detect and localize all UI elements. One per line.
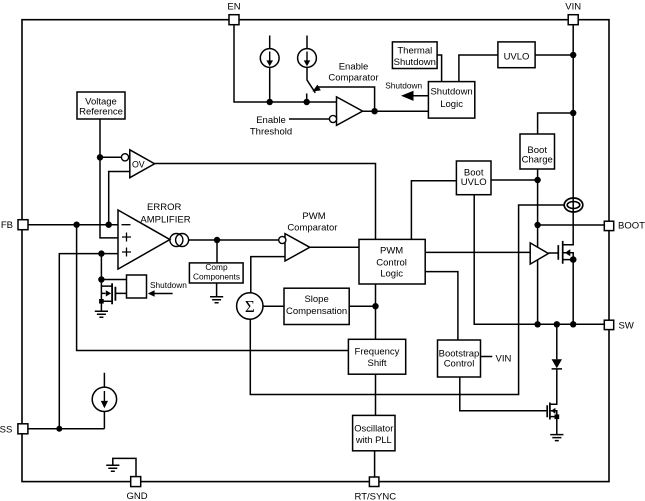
svg-text:SW: SW xyxy=(619,321,634,332)
svg-text:Shutdown: Shutdown xyxy=(430,86,472,97)
svg-text:UVLO: UVLO xyxy=(461,177,487,188)
svg-text:Comp: Comp xyxy=(205,262,228,272)
svg-text:AMPLIFIER: AMPLIFIER xyxy=(140,214,190,225)
svg-text:Enable: Enable xyxy=(339,62,369,73)
svg-text:Enable: Enable xyxy=(256,115,286,126)
svg-text:BOOT: BOOT xyxy=(618,221,645,232)
svg-text:Boot: Boot xyxy=(527,145,547,156)
svg-text:Shift: Shift xyxy=(367,358,386,369)
svg-text:OV: OV xyxy=(132,159,145,169)
svg-text:Bootstrap: Bootstrap xyxy=(439,349,480,360)
svg-text:PWM: PWM xyxy=(302,211,325,222)
svg-text:Voltage: Voltage xyxy=(85,97,117,108)
svg-text:VIN: VIN xyxy=(496,353,512,364)
svg-text:Components: Components xyxy=(193,271,240,281)
svg-text:Boot: Boot xyxy=(464,167,484,178)
svg-text:with PLL: with PLL xyxy=(355,434,392,445)
svg-text:Σ: Σ xyxy=(245,297,255,316)
svg-text:Thermal: Thermal xyxy=(397,46,432,57)
svg-text:VIN: VIN xyxy=(565,1,581,12)
svg-text:Logic: Logic xyxy=(440,99,463,110)
svg-text:Comparator: Comparator xyxy=(328,73,378,84)
svg-text:Frequency: Frequency xyxy=(355,347,400,358)
svg-text:RT/SYNC: RT/SYNC xyxy=(355,492,397,501)
svg-text:Shutdown: Shutdown xyxy=(385,80,422,90)
svg-text:Shutdown: Shutdown xyxy=(150,280,187,290)
svg-text:Comparator: Comparator xyxy=(287,223,337,234)
svg-text:UVLO: UVLO xyxy=(504,51,530,62)
svg-text:GND: GND xyxy=(126,491,147,501)
svg-text:Compensation: Compensation xyxy=(286,306,347,317)
svg-text:Control: Control xyxy=(444,359,475,370)
svg-text:Charge: Charge xyxy=(522,155,553,166)
svg-text:EN: EN xyxy=(227,1,240,12)
svg-text:FB: FB xyxy=(1,220,13,231)
svg-text:PWM: PWM xyxy=(380,245,403,256)
svg-text:Shutdown: Shutdown xyxy=(394,57,436,68)
svg-text:ERROR: ERROR xyxy=(147,202,181,213)
svg-text:SS: SS xyxy=(0,425,12,436)
svg-text:Logic: Logic xyxy=(380,269,403,280)
svg-text:Slope: Slope xyxy=(304,294,328,305)
svg-text:Reference: Reference xyxy=(79,107,123,118)
svg-text:Threshold: Threshold xyxy=(250,126,292,137)
svg-text:Oscillator: Oscillator xyxy=(354,422,393,433)
svg-text:Control: Control xyxy=(376,257,407,268)
